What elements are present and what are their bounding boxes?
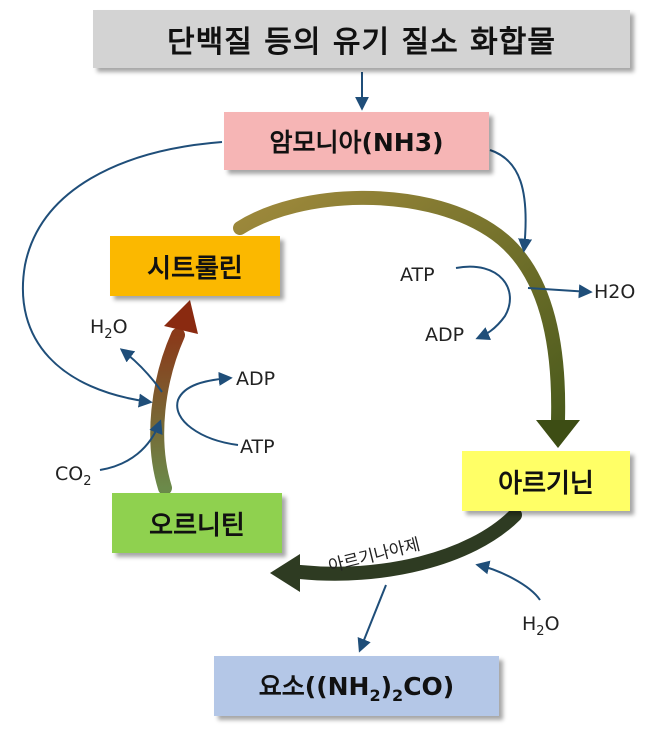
cycle-arrowhead-to-citrulline <box>164 300 198 334</box>
cycle-arc-left <box>150 328 185 495</box>
adp-label-left: ADP <box>236 368 275 390</box>
h2o-label-left: H2O <box>90 316 128 342</box>
ammonia-to-cycle-arrow <box>489 149 533 253</box>
urea-out-arrow <box>357 584 387 653</box>
atp-adp-left-curve <box>176 371 239 446</box>
h2o-label-right: H2O <box>594 281 635 303</box>
h2o-label-bottom: H2O <box>522 613 560 639</box>
citrulline-label: 시트룰린 <box>147 253 243 284</box>
title-box: 단백질 등의 유기 질소 화합물 <box>93 10 630 68</box>
arginine-label: 아르기닌 <box>498 468 594 499</box>
urea-box: 요소((NH2)2CO) <box>214 656 499 716</box>
adp-label-right: ADP <box>425 324 464 346</box>
atp-adp-right-curve <box>455 265 511 341</box>
co2-in-arrow <box>99 419 163 471</box>
ammonia-box: 암모니아(NH3) <box>224 112 489 170</box>
citrulline-box: 시트룰린 <box>110 236 280 296</box>
ornithine-box: 오르니틴 <box>112 493 282 553</box>
ammonia-label: 암모니아(NH3) <box>269 128 444 157</box>
ornithine-label: 오르니틴 <box>149 510 245 541</box>
cycle-arrowhead-to-ornithine <box>270 554 300 592</box>
atp-label-right: ATP <box>400 264 435 286</box>
co2-label: CO2 <box>55 463 92 489</box>
h2o-out-right-arrow <box>527 284 593 299</box>
h2o-out-left-arrow <box>119 348 163 393</box>
h2o-in-bottom-arrow <box>475 560 541 601</box>
cycle-arc-top-right <box>233 190 566 427</box>
ammonia-left-branch <box>21 141 223 408</box>
urea-label: 요소((NH2)2CO) <box>258 672 455 705</box>
cycle-arc-bottom <box>293 508 522 581</box>
atp-label-left: ATP <box>240 436 275 458</box>
cycle-arrowhead-to-arginine <box>536 420 580 448</box>
arginine-box: 아르기닌 <box>462 451 630 511</box>
title-text: 단백질 등의 유기 질소 화합물 <box>167 25 556 60</box>
